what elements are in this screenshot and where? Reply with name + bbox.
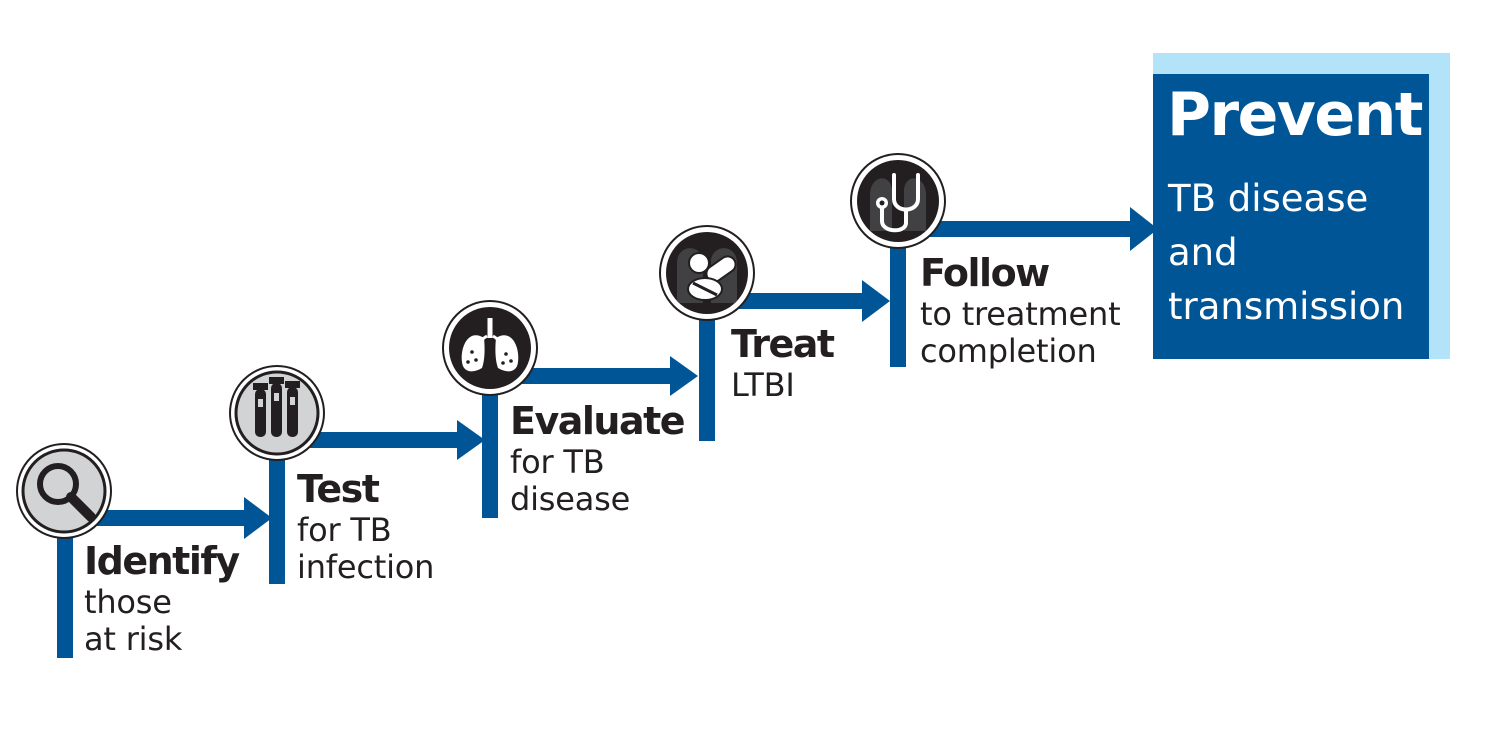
step-title: Follow [920,251,1050,295]
lungs-icon [442,300,538,396]
step-description-line: LTBI [731,366,795,404]
step-description-line: disease [510,480,631,518]
step-treat-text: Treat LTBI [731,322,835,404]
prevent-description-line: TB disease [1168,177,1369,220]
step-description: for TB disease [510,444,684,518]
step-description: LTBI [731,367,834,404]
step-identify-text: Identify those at risk [84,539,240,658]
step-description-line: at risk [84,620,183,658]
step-title: Treat [731,322,835,366]
magnifying-glass-icon [16,443,112,539]
pills-icon [659,225,755,321]
prevent-title: Prevent [1167,80,1423,150]
prevent-description-line: transmission [1168,285,1405,328]
step-test-text: Test for TB infection [297,470,434,586]
step-title: Identify [84,539,240,583]
test-tubes-icon [229,365,325,461]
step-description: for TB infection [297,512,434,586]
step-evaluate-text: Evaluate for TB disease [510,399,686,518]
step-title: Test [297,467,380,511]
step-title: Evaluate [510,399,686,443]
step-follow-text: Follow to treatment completion [920,251,1121,370]
prevent-description-line: and [1168,231,1238,274]
step-description-line: completion [920,332,1097,370]
step-description: those at risk [84,584,239,658]
prevent-box-panel: Prevent TB disease and transmission [1153,74,1429,359]
step-description-line: those [84,583,172,621]
prevent-goal-box: Prevent TB disease and transmission [1153,53,1450,359]
prevent-description: TB disease and transmission [1168,172,1404,334]
step-description-line: infection [297,548,435,586]
stethoscope-icon [850,153,946,249]
step-description-line: for TB [297,511,392,549]
step-follow-connector [890,207,1158,367]
step-description-line: to treatment [920,295,1121,333]
step-description: to treatment completion [920,295,1121,370]
step-description-line: for TB [510,443,605,481]
